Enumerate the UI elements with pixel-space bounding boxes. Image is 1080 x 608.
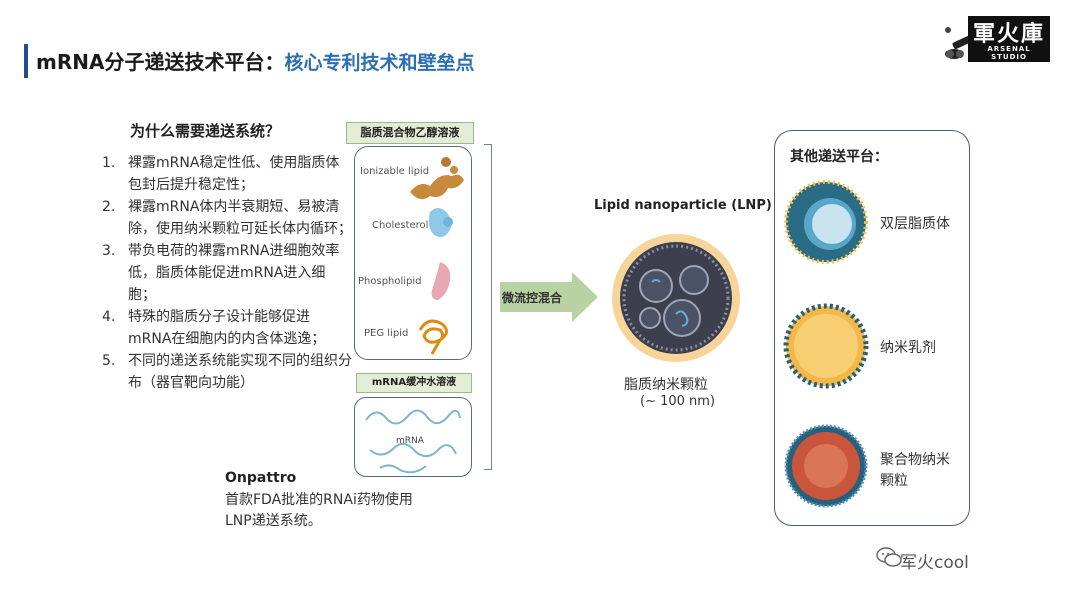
logo-box	[968, 16, 1050, 62]
page-subtitle: 核心专利技术和壁垒点	[284, 52, 475, 74]
ionizable-lipid-label: Ionizable lipid	[360, 166, 430, 177]
lnp-caption: 脂质纳米颗粒	[624, 377, 708, 393]
onpattro-description: 首款FDA批准的RNAi药物使用LNP递送系统。	[225, 492, 413, 529]
lipid-mixture-box	[354, 146, 472, 360]
logo-subtext: ARSENAL STUDIO	[987, 45, 1031, 61]
mrna-label: mRNA	[396, 436, 424, 446]
reasons-list: 1.裸露mRNA稳定性低、使用脂质体包封后提升稳定性； 2.裸露mRNA体内半衰…	[102, 152, 352, 394]
reason-item: 3.带负电荷的裸露mRNA进细胞效率低，脂质体能促进mRNA进入细胞；	[102, 243, 340, 303]
mixing-arrow-group: 微流控混合	[492, 276, 598, 318]
platform-label-polymer: 聚合物纳米颗粒	[880, 452, 950, 489]
reason-item: 5.不同的递送系统能实现不同的组织分布（器官靶向功能）	[102, 353, 352, 391]
lnp-size: (~ 100 nm)	[640, 394, 716, 409]
lnp-title: Lipid nanoparticle (LNP)	[594, 198, 772, 213]
page-title-main: mRNA分子递送技术平台：	[36, 50, 285, 74]
peg-lipid-label: PEG lipid	[364, 328, 409, 339]
other-platforms-box	[774, 130, 970, 526]
cholesterol-label: Cholesterol	[372, 220, 429, 231]
platform-label-liposome: 双层脂质体	[880, 216, 950, 232]
lnp-illustration	[612, 234, 740, 362]
mixture-bracket	[484, 144, 492, 470]
lipid-mixture-label: 脂质混合物乙醇溶液	[346, 122, 474, 144]
mrna-buffer-box	[354, 397, 472, 477]
mrna-buffer-label: mRNA缓冲水溶液	[356, 373, 472, 393]
title-accent-bar	[24, 44, 28, 78]
mixing-label: 微流控混合	[502, 291, 563, 305]
arsenal-logo: 軍火庫 ARSENAL STUDIO	[940, 14, 1052, 62]
other-platforms-title: 其他递送平台：	[790, 149, 888, 165]
wechat-icon	[876, 547, 902, 567]
logo-text: 軍火庫	[972, 22, 1045, 47]
page-title: mRNA分子递送技术平台：核心专利技术和壁垒点	[36, 46, 474, 75]
reason-item: 1.裸露mRNA稳定性低、使用脂质体包封后提升稳定性；	[102, 155, 340, 193]
reason-item: 2.裸露mRNA体内半衰期短、易被清除，使用纳米颗粒可延长体内循环；	[102, 199, 352, 237]
onpattro-title: Onpattro	[225, 470, 297, 486]
why-title: 为什么需要递送系统？	[130, 122, 281, 140]
phospholipid-label: Phospholipid	[358, 276, 422, 287]
watermark: 军火cool	[900, 553, 969, 573]
reason-item: 4.特殊的脂质分子设计能够促进mRNA在细胞内的内含体逃逸；	[102, 309, 326, 347]
platform-label-nanoemulsion: 纳米乳剂	[880, 340, 936, 356]
